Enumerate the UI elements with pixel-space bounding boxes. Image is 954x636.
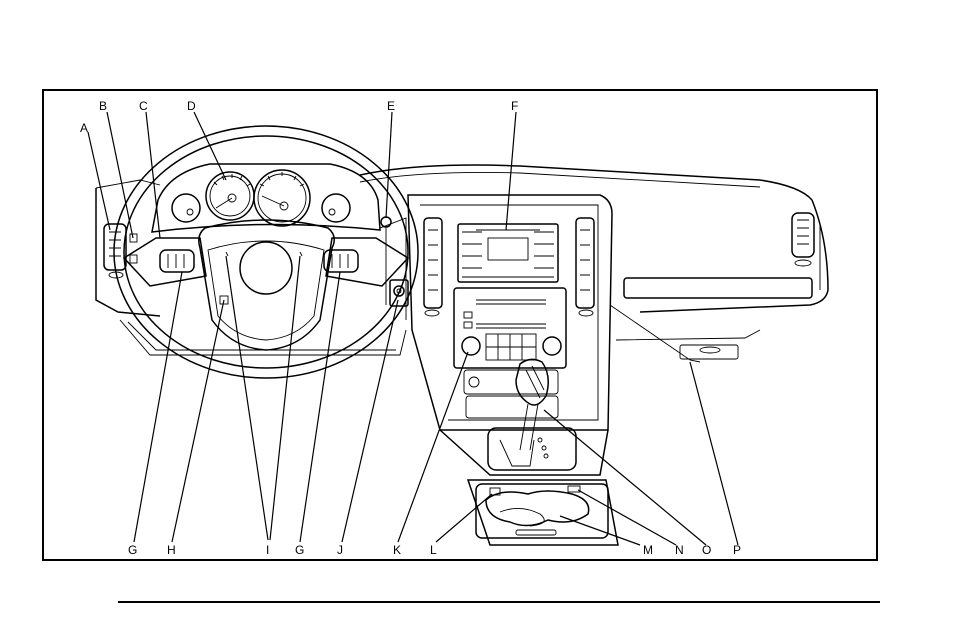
center-vent-right xyxy=(576,218,594,308)
callout-leaders xyxy=(88,112,738,545)
fuel-gauge xyxy=(172,194,200,222)
center-vent-left xyxy=(424,218,442,308)
steering-hub-emblem xyxy=(240,242,292,294)
passenger-trim-slot xyxy=(624,278,812,298)
callout-label-g-left: G xyxy=(128,543,137,557)
callout-label-l: L xyxy=(430,543,437,557)
callout-label-n: N xyxy=(675,543,684,557)
callout-label-f: F xyxy=(511,99,518,113)
callout-label-b: B xyxy=(99,99,107,113)
temp-gauge xyxy=(322,194,350,222)
callout-label-a: A xyxy=(80,121,88,135)
navigation-display xyxy=(458,224,558,282)
callout-label-j: J xyxy=(337,543,343,557)
callout-label-i: I xyxy=(266,543,269,557)
callout-label-k: K xyxy=(393,543,401,557)
instrument-cluster xyxy=(152,164,380,232)
callout-label-d: D xyxy=(187,99,196,113)
callout-label-p: P xyxy=(733,543,741,557)
center-stack xyxy=(408,195,612,430)
callout-label-e: E xyxy=(387,99,395,113)
callout-label-m: M xyxy=(643,543,653,557)
callout-label-h: H xyxy=(167,543,176,557)
climate-knob-right xyxy=(543,337,561,355)
shifter-gate xyxy=(488,428,576,470)
callout-label-o: O xyxy=(702,543,711,557)
steering-controls-left xyxy=(160,250,194,272)
speedometer xyxy=(254,170,310,226)
center-console xyxy=(440,359,618,545)
callout-label-c: C xyxy=(139,99,148,113)
tachometer xyxy=(206,172,254,220)
callout-label-g-right: G xyxy=(295,543,304,557)
page-bottom-rule xyxy=(118,601,880,603)
climate-knob-left xyxy=(462,337,480,355)
